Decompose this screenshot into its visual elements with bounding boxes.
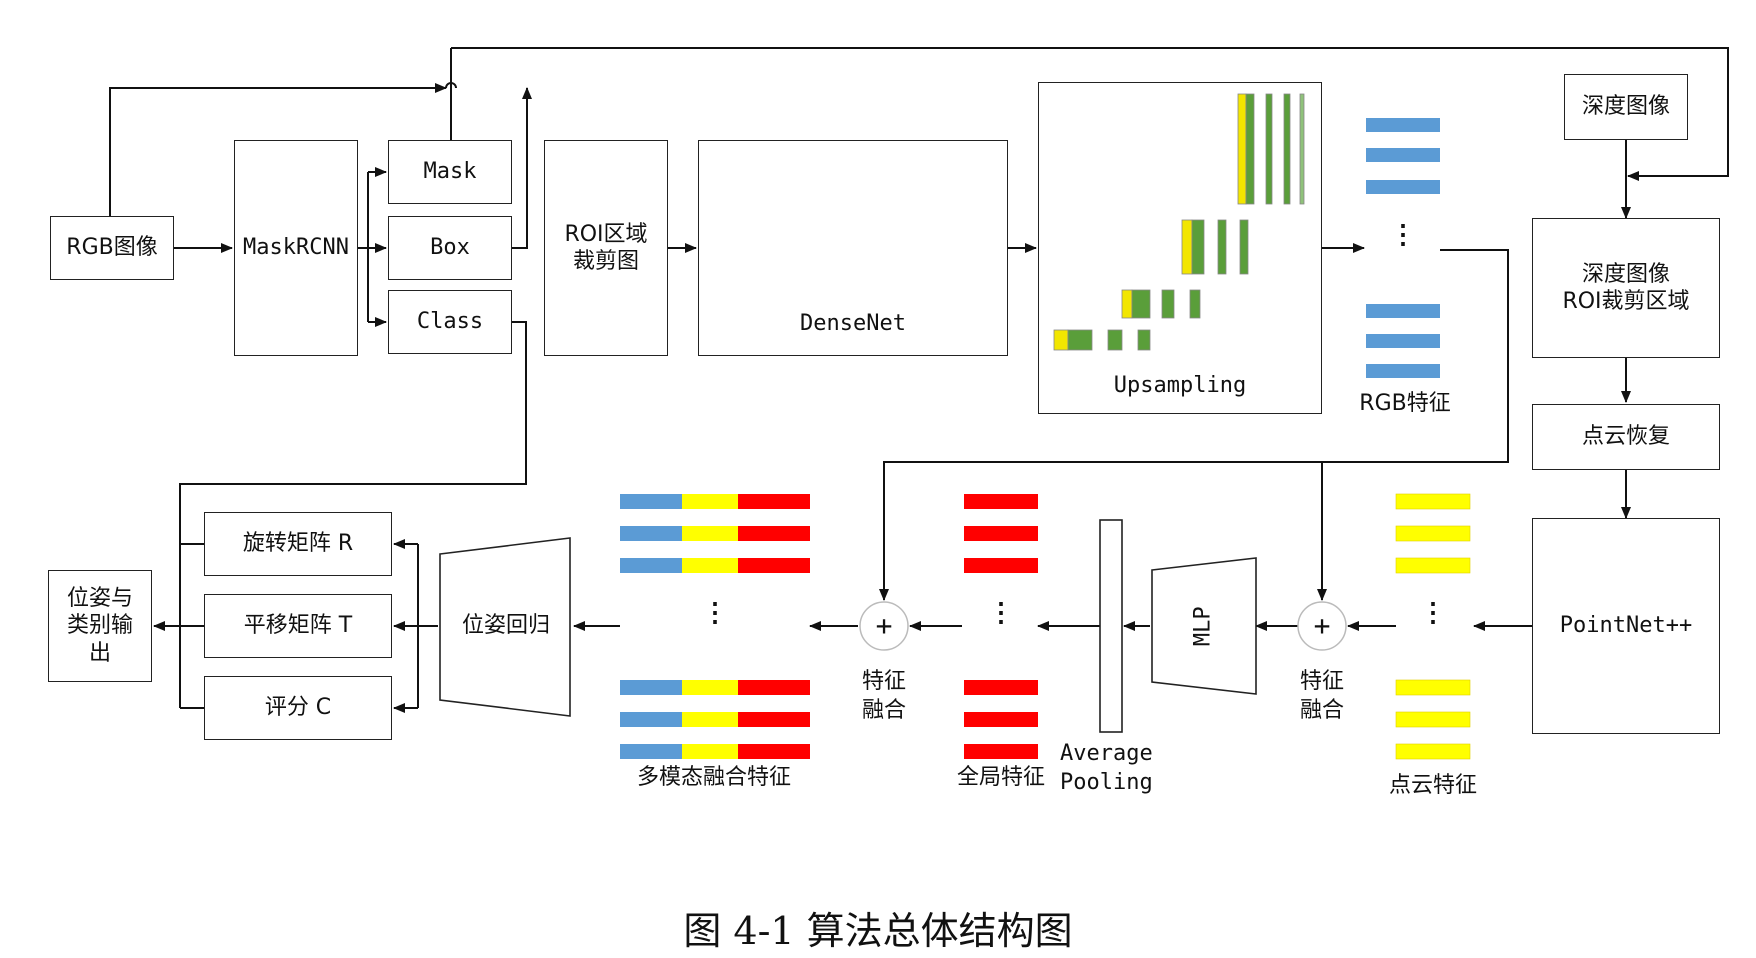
rgb-feature-ellipsis: ⋮	[1390, 220, 1416, 250]
rgb-feature-bar	[1366, 304, 1440, 318]
point-recovery-box: 点云恢复	[1532, 404, 1720, 470]
rgb-feature-bar	[1366, 364, 1440, 378]
point-feature-bar	[1395, 493, 1471, 510]
maskrcnn-box: MaskRCNN	[234, 140, 358, 356]
multimodal-bar	[620, 680, 810, 695]
densenet-label: DenseNet	[800, 311, 906, 336]
global-feature-bar	[964, 712, 1038, 727]
fusion-left-circle	[859, 601, 909, 651]
mask-box: Mask	[388, 140, 512, 204]
global-feature-bar	[964, 680, 1038, 695]
multimodal-bar	[620, 712, 810, 727]
fusion-right-label: 特征 融合	[1299, 669, 1344, 723]
upsampling-label: Upsampling	[1113, 373, 1247, 398]
arrow-class-to-output	[179, 321, 527, 708]
upsampling-box	[1038, 82, 1322, 414]
up-block-green	[1283, 93, 1291, 205]
rotation-box: 旋转矩阵 R	[204, 512, 392, 576]
score-box: 评分 C	[204, 676, 392, 740]
densenet-box	[698, 140, 1008, 356]
mlp-label: MLP	[1190, 606, 1216, 647]
connectors	[109, 47, 1729, 713]
point-feature-bar	[1395, 711, 1471, 728]
up-block-green	[1131, 289, 1151, 319]
translation-box: 平移矩阵 T	[204, 594, 392, 658]
multimodal-bar	[620, 558, 810, 573]
rgb-feature-bar	[1366, 118, 1440, 132]
depth-image-box: 深度图像	[1564, 74, 1688, 140]
pose-regression-trapezoid	[439, 537, 571, 717]
multimodal-feature-ellipsis: ⋮	[702, 598, 728, 628]
mlp-trapezoid	[1151, 557, 1257, 695]
up-block-green	[1137, 329, 1151, 351]
avg-pooling-bar	[1099, 519, 1123, 733]
arrow-rgb-to-roi	[109, 83, 447, 216]
point-feature-bar	[1395, 679, 1471, 696]
fusion-left-plus: +	[875, 609, 893, 642]
avg-pooling-label: Average Pooling	[1060, 741, 1153, 795]
rgb-feature-bar	[1366, 148, 1440, 162]
up-block-green	[1217, 219, 1227, 275]
arrow-box-up	[512, 87, 532, 249]
global-feature-bars	[964, 494, 1038, 759]
global-feature-bar	[964, 526, 1038, 541]
up-block-green	[1067, 329, 1093, 351]
multimodal-bar	[620, 494, 810, 509]
point-features-label: 点云特征	[1388, 773, 1477, 798]
figure-caption: 图 4-1 算法总体结构图	[683, 909, 1073, 953]
rgb-image-box: RGB图像	[50, 216, 174, 280]
up-block-green	[1239, 219, 1249, 275]
up-block-green	[1299, 93, 1305, 205]
multimodal-bar	[620, 526, 810, 541]
up-block-green	[1265, 93, 1273, 205]
up-block-green	[1191, 219, 1205, 275]
arrow-rgbfeat-to-fusion-left	[879, 249, 1509, 601]
point-feature-bars	[1395, 493, 1471, 760]
depth-roi-box: 深度图像 ROI裁剪区域	[1532, 218, 1720, 358]
fusion-right-circle	[1297, 601, 1347, 651]
point-feature-bar	[1395, 743, 1471, 760]
pointnet-box: PointNet++	[1532, 518, 1720, 734]
multimodal-feature-bars	[620, 494, 810, 759]
pose-regression-label: 位姿回归	[461, 613, 550, 638]
fusion-right-plus: +	[1313, 609, 1331, 642]
output-box: 位姿与 类别输 出	[48, 570, 152, 682]
box-box: Box	[388, 216, 512, 280]
up-block-green	[1107, 329, 1123, 351]
rgb-feature-bar	[1366, 180, 1440, 194]
global-feature-bar	[964, 494, 1038, 509]
global-feature-bar	[964, 558, 1038, 573]
roi-crop-box: ROI区域 裁剪图	[544, 140, 668, 356]
arrow-mask-to-depth	[451, 47, 1729, 181]
fusion-left-label: 特征 融合	[861, 669, 906, 723]
up-block-green	[1161, 289, 1175, 319]
up-block-green	[1245, 93, 1255, 205]
multimodal-features-label: 多模态融合特征	[636, 765, 791, 790]
global-feature-ellipsis: ⋮	[988, 598, 1014, 628]
point-feature-bar	[1395, 557, 1471, 574]
point-feature-ellipsis: ⋮	[1420, 598, 1446, 628]
rgb-features-label: RGB特征	[1359, 391, 1451, 416]
rgb-feature-bar	[1366, 334, 1440, 348]
up-block-green	[1189, 289, 1201, 319]
upsampling-blocks	[1053, 93, 1305, 351]
class-box: Class	[388, 290, 512, 354]
rgb-feature-bars	[1366, 118, 1440, 378]
multimodal-bar	[620, 744, 810, 759]
point-feature-bar	[1395, 525, 1471, 542]
global-feature-bar	[964, 744, 1038, 759]
global-features-label: 全局特征	[956, 765, 1045, 790]
